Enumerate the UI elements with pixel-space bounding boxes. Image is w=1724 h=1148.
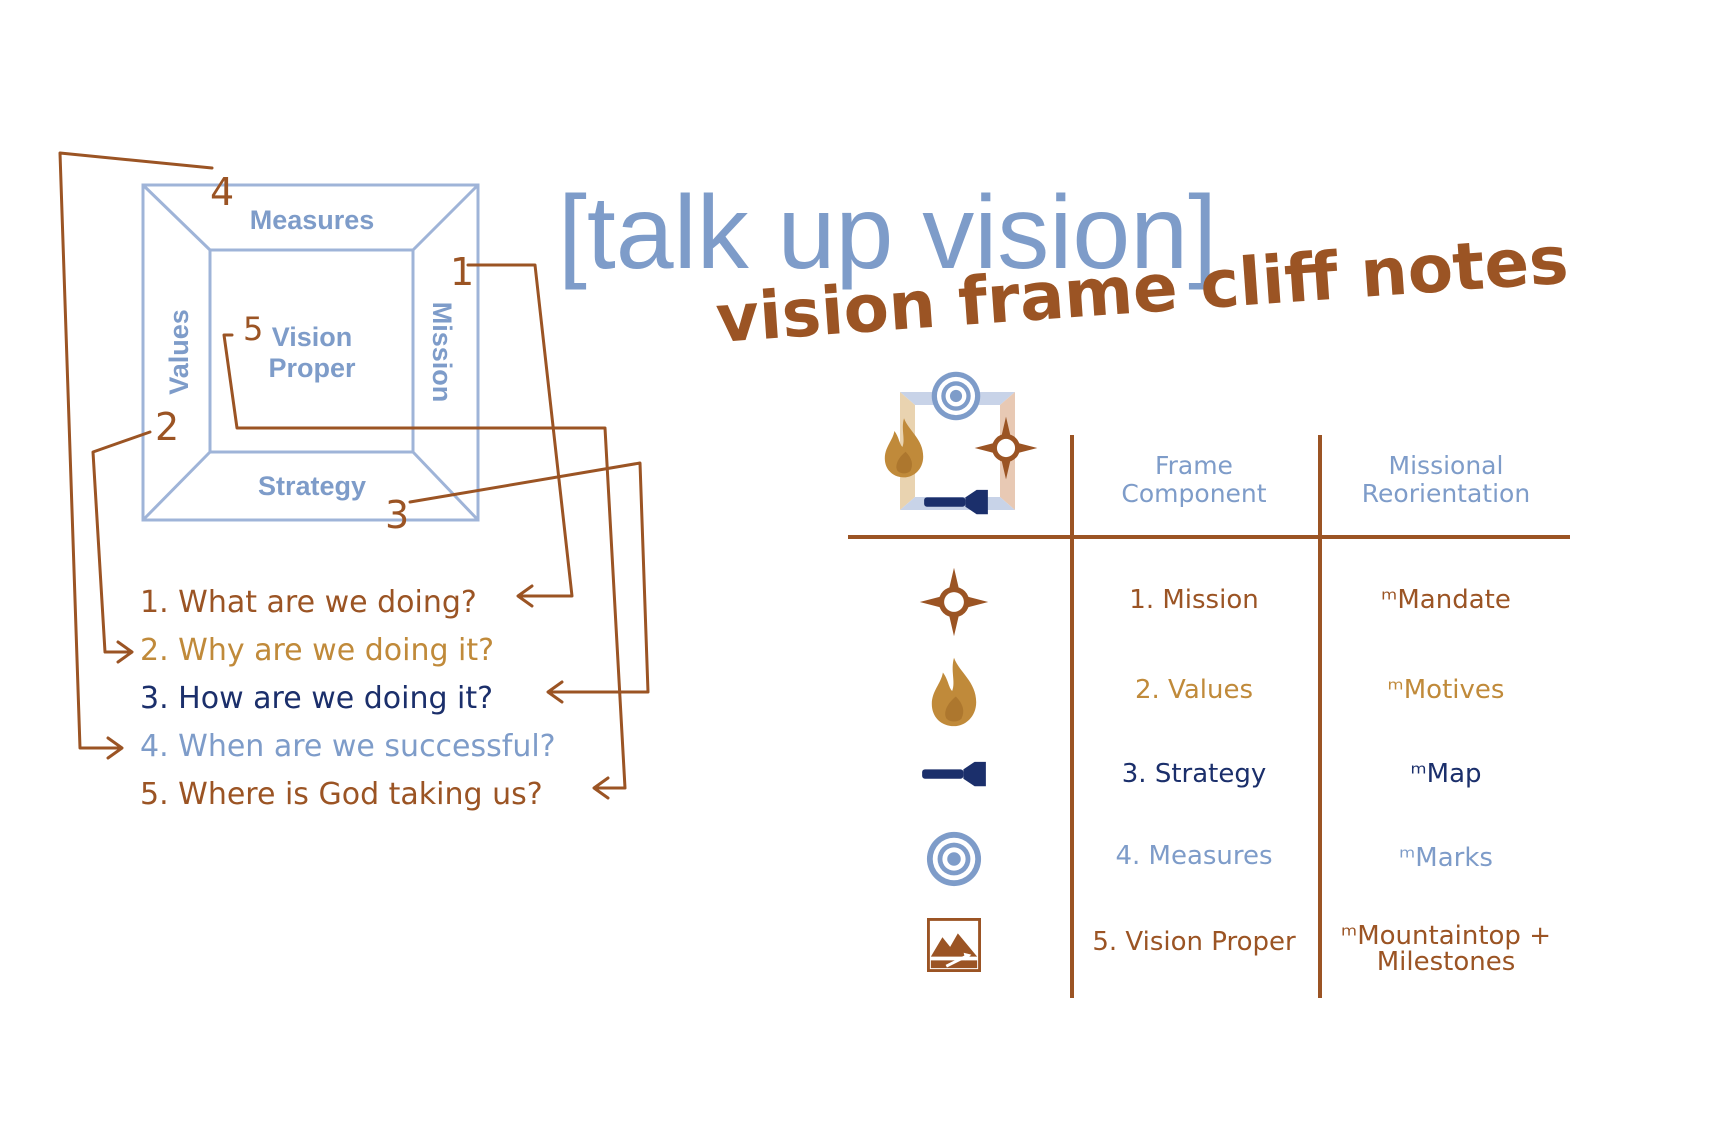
arrowhead: [546, 680, 564, 704]
compass-star-icon: [974, 416, 1038, 480]
header-reorientation: Reorientation: [1362, 479, 1530, 508]
frame-corner-line: [411, 183, 480, 252]
flashlight-icon: [924, 489, 988, 515]
number-1: 1: [450, 250, 474, 294]
table-row: 5. Vision Proper ᵐMountaintop + Mileston…: [1092, 921, 1551, 977]
table-header: Frame Component Missional Reorientation: [1121, 451, 1530, 508]
table-body: 1. Mission ᵐMandate 2. Values ᵐMotives 3…: [1092, 585, 1551, 977]
mountain-icon: [927, 918, 981, 972]
question-1: 1. What are we doing?: [140, 585, 477, 620]
compass-star-icon: [919, 567, 989, 637]
slide-title: [talk up vision]: [558, 175, 1217, 291]
table-grid: [848, 435, 1570, 998]
vision-frame-diagram: [141, 183, 480, 522]
frame-outer-square: [141, 183, 480, 522]
frame-label-measures: Measures: [250, 205, 375, 235]
frame-label-proper: Proper: [268, 353, 356, 383]
number-3: 3: [385, 493, 409, 537]
arrow-measures: [58, 151, 214, 750]
reorientation-motives: ᵐMotives: [1388, 675, 1505, 705]
frame-header-icon: [884, 371, 1038, 515]
flashlight-icon: [922, 761, 986, 787]
reorientation-marks: ᵐMarks: [1399, 843, 1493, 873]
arrowhead: [516, 584, 534, 608]
number-5: 5: [243, 310, 263, 348]
frame-corner-line: [141, 183, 212, 252]
question-3: 3. How are we doing it?: [140, 681, 493, 716]
flame-icon: [884, 418, 924, 478]
arrow-strategy: [408, 461, 650, 694]
question-2: 2. Why are we doing it?: [140, 633, 494, 668]
header-frame: Frame: [1155, 451, 1233, 480]
component-measures: 4. Measures: [1115, 841, 1272, 871]
table-row: 2. Values ᵐMotives: [1135, 675, 1504, 705]
component-mission: 1. Mission: [1129, 585, 1258, 615]
flame-icon: [931, 657, 977, 727]
frame-corner-line: [141, 450, 212, 522]
table-row: 3. Strategy ᵐMap: [1122, 759, 1482, 789]
arrow-mission: [466, 263, 574, 598]
frame-inner-square: [208, 248, 415, 454]
connector-arrows: [58, 151, 650, 800]
table-row: 1. Mission ᵐMandate: [1129, 585, 1511, 615]
component-values: 2. Values: [1135, 675, 1253, 705]
component-strategy: 3. Strategy: [1122, 759, 1266, 789]
table-row: 4. Measures ᵐMarks: [1115, 841, 1492, 873]
number-4: 4: [210, 170, 234, 214]
arrowhead: [116, 640, 134, 664]
reorientation-milestones: Milestones: [1377, 947, 1516, 977]
frame-label-vision: Vision: [272, 322, 353, 352]
header-missional: Missional: [1389, 451, 1504, 480]
arrowhead: [592, 776, 610, 800]
arrow-vision-proper: [222, 333, 627, 790]
question-4: 4. When are we successful?: [140, 729, 556, 764]
questions-list: 1. What are we doing? 2. Why are we doin…: [140, 585, 556, 812]
number-2: 2: [155, 405, 179, 449]
frame-label-strategy: Strategy: [258, 471, 366, 501]
frame-label-values: Values: [164, 309, 194, 395]
reorientation-mountaintop: ᵐMountaintop +: [1341, 921, 1551, 951]
arrow-values: [91, 430, 152, 654]
header-component: Component: [1121, 479, 1266, 508]
target-icon: [931, 371, 981, 421]
arrowhead: [106, 736, 124, 760]
component-vision-proper: 5. Vision Proper: [1092, 927, 1296, 957]
question-5: 5. Where is God taking us?: [140, 777, 543, 812]
frame-numbers: 4 2 1 3 5: [155, 170, 474, 537]
reorientation-map: ᵐMap: [1410, 759, 1481, 789]
target-icon: [926, 831, 982, 887]
frame-corner-line: [411, 450, 480, 522]
frame-label-mission: Mission: [427, 302, 457, 403]
reorientation-mandate: ᵐMandate: [1381, 585, 1511, 615]
